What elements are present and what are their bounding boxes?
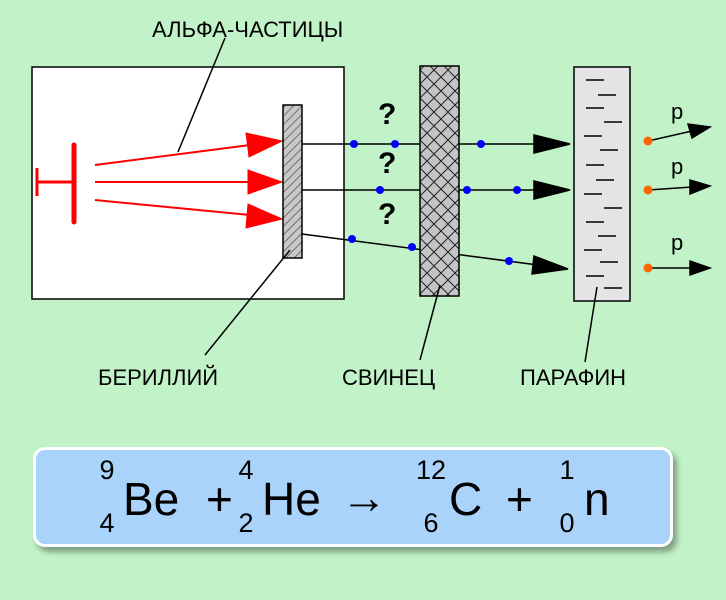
lead-block [419, 65, 460, 297]
paraffin-block [573, 66, 631, 302]
proton-rays [647, 123, 713, 277]
be-symbol: Be [123, 473, 180, 525]
be-mass-number: 9 [99, 455, 115, 485]
lead-label: СВИНЕЦ [342, 365, 436, 390]
proton-dots [643, 136, 653, 273]
beryllium-label: БЕРИЛЛИЙ [98, 365, 219, 390]
paraffin-marks [584, 79, 622, 289]
reaction-arrow: → [341, 471, 387, 523]
alpha-particles-label: АЛЬФА-ЧАСТИЦЫ [152, 17, 344, 42]
paraffin-label-leader [584, 286, 598, 363]
alpha-label-leader [177, 37, 226, 153]
beryllium-plate [282, 104, 303, 259]
neutral-rays [301, 134, 571, 275]
proton-label-1: p [671, 99, 684, 124]
unknown-mark-3: ? [378, 198, 397, 231]
unknown-mark-2: ? [378, 147, 397, 180]
n-symbol: n [584, 473, 610, 525]
proton-label-2: p [671, 154, 684, 179]
unknown-mark-1: ? [378, 98, 397, 131]
c-atomic-number: 6 [423, 508, 439, 538]
alpha-rays [94, 132, 284, 229]
c-mass-number: 12 [415, 455, 447, 485]
n-atomic-number: 0 [559, 508, 575, 538]
alpha-source [35, 142, 77, 225]
n-mass-number: 1 [559, 455, 575, 485]
lead-label-leader [419, 284, 441, 361]
beryllium-label-leader [204, 249, 291, 356]
he-mass-number: 4 [238, 455, 254, 485]
be-atomic-number: 4 [99, 508, 115, 538]
neutral-particles [348, 140, 521, 265]
c-symbol: C [449, 473, 483, 525]
he-symbol: He [262, 473, 321, 525]
plus-sign-2: + [506, 473, 533, 525]
reaction-formula-box: 9 4 Be + 4 2 He → 12 6 C + 1 0 n [33, 447, 673, 547]
plus-sign-1: + [206, 473, 233, 525]
proton-label-3: p [671, 230, 684, 255]
he-atomic-number: 2 [238, 508, 254, 538]
paraffin-label: ПАРАФИН [520, 365, 627, 390]
